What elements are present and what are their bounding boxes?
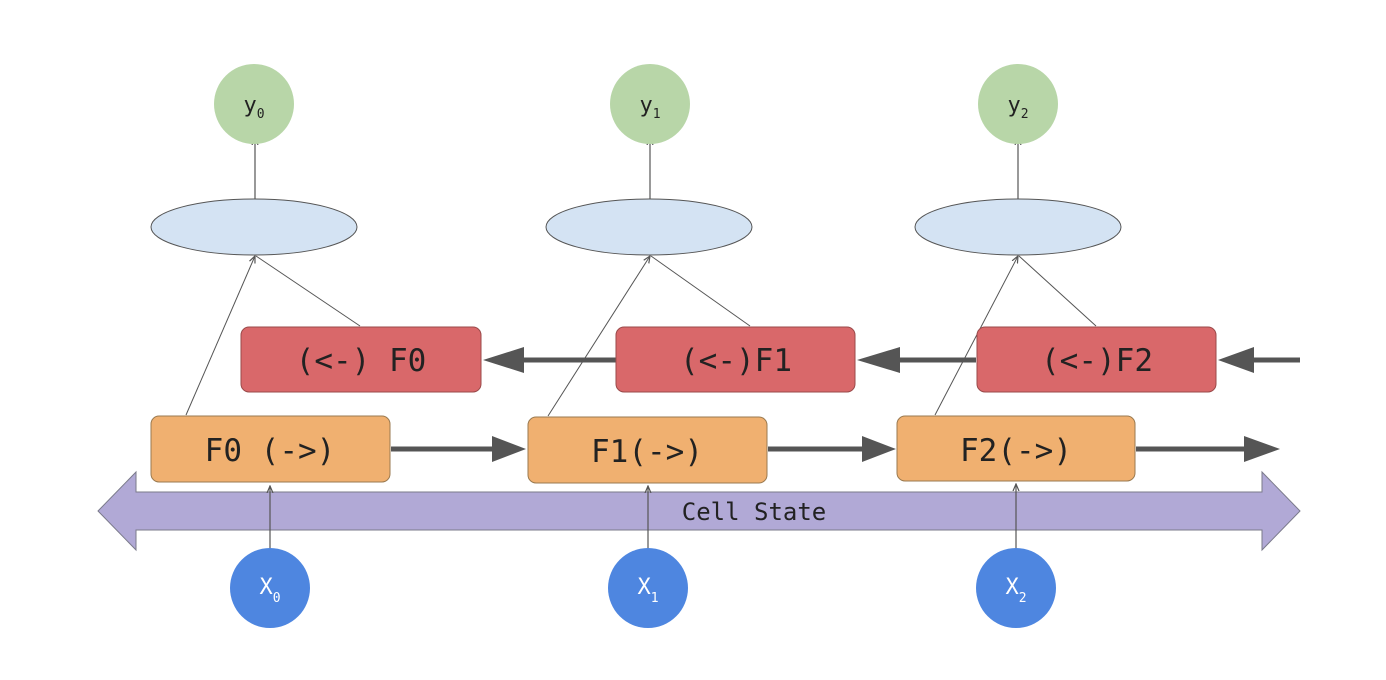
backward-to-combiner-0 <box>255 255 361 327</box>
forward-to-combiner-1 <box>547 256 650 417</box>
forward-to-combiner-0 <box>185 256 255 416</box>
output-label-2: y2 <box>1007 93 1028 122</box>
cell-state-label: Cell State <box>682 498 827 526</box>
output-node-2 <box>978 64 1058 144</box>
backward-cell-0 <box>240 326 482 393</box>
backward-cell-label-1: (<-)F1 <box>680 343 792 379</box>
input-label-1: X1 <box>637 575 658 606</box>
backward-cell-1 <box>615 326 856 393</box>
input-label-2: X2 <box>1005 575 1026 606</box>
backward-cell-label-2: (<-)F2 <box>1041 343 1153 379</box>
forward-cell-label-0: F0 (->) <box>205 433 336 469</box>
input-node-0 <box>230 548 310 628</box>
output-node-0 <box>214 64 294 144</box>
output-node-1 <box>610 64 690 144</box>
forward-cell-label-1: F1(->) <box>591 434 703 470</box>
forward-flow-arrows <box>391 436 1280 462</box>
output-label-1: y1 <box>639 93 660 122</box>
forward-cell-2 <box>896 415 1136 482</box>
output-label-0: y0 <box>243 93 264 122</box>
combiner-2 <box>914 198 1122 256</box>
forward-cell-1 <box>527 416 768 484</box>
input-label-0: X0 <box>259 575 280 606</box>
cell-state-arrow <box>97 470 1301 552</box>
combiner-0 <box>150 198 358 256</box>
backward-flow-arrows <box>483 347 1300 373</box>
forward-cell-label-2: F2(->) <box>960 433 1072 469</box>
backward-cell-2 <box>976 326 1217 393</box>
combiner-1 <box>545 198 753 256</box>
input-node-2 <box>976 548 1056 628</box>
forward-cell-0 <box>150 415 391 483</box>
backward-to-combiner-2 <box>1018 255 1097 327</box>
backward-cell-label-0: (<-) F0 <box>296 343 427 379</box>
backward-to-combiner-1 <box>650 255 751 327</box>
input-node-1 <box>608 548 688 628</box>
